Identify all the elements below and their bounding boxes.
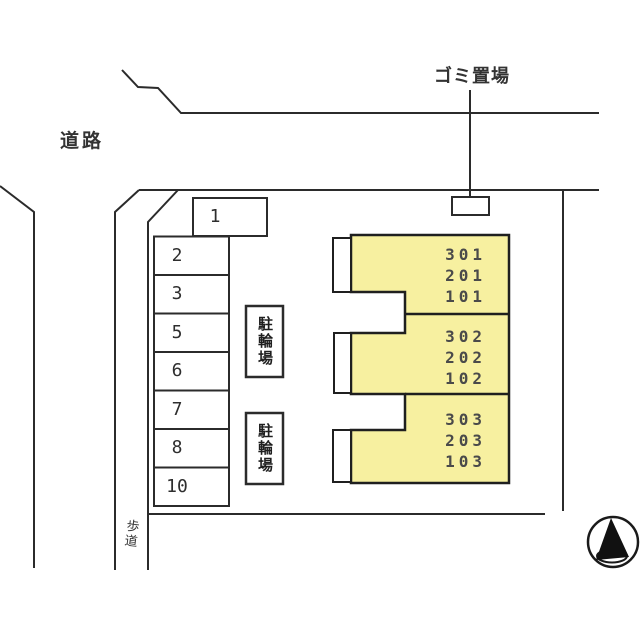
unit-number: 101 [445, 287, 486, 306]
garbage-area-box [451, 196, 490, 216]
unit-number: 303 [445, 410, 486, 429]
building-section-2-units: 302 202 102 [398, 326, 486, 389]
building-entrance-2 [333, 332, 352, 394]
parking-space-1-label: 1 [209, 206, 221, 227]
building-section-1-units: 301 201 101 [398, 244, 486, 307]
unit-number: 201 [445, 266, 486, 285]
parking-space-2-box [153, 235, 230, 276]
parking-space-8-box [153, 428, 230, 469]
unit-number: 103 [445, 452, 486, 471]
bicycle-parking-label-2: 駐輪場 [256, 423, 273, 474]
parking-space-3-label: 3 [171, 283, 183, 304]
parking-space-7-box [153, 389, 230, 430]
parking-space-10-label: 10 [166, 476, 188, 497]
unit-number: 301 [445, 245, 486, 264]
bicycle-parking-box-1 [244, 304, 285, 379]
bicycle-parking-box-2 [244, 411, 285, 486]
parking-space-2-label: 2 [171, 245, 183, 266]
building-entrance-3 [332, 429, 352, 483]
road-label: 道路 [60, 131, 105, 152]
bicycle-parking-label-1: 駐輪場 [256, 316, 273, 367]
sidewalk-left-boundary-line [114, 189, 140, 570]
north-arrow-icon [586, 515, 640, 569]
road-upper-boundary-line [121, 69, 599, 114]
parking-space-6-label: 6 [171, 360, 183, 381]
parking-space-6-box [153, 351, 230, 392]
left-lot-boundary-line [0, 185, 35, 568]
parking-space-10-box [153, 466, 230, 507]
parking-space-5-label: 5 [171, 322, 183, 343]
unit-number: 203 [445, 431, 486, 450]
unit-number: 202 [445, 348, 486, 367]
building-entrance-1 [332, 237, 352, 293]
unit-number: 102 [445, 369, 486, 388]
garbage-area-label: ゴミ置場 [434, 66, 510, 86]
parking-space-3-box [153, 274, 230, 315]
unit-number: 302 [445, 327, 486, 346]
parking-space-7-label: 7 [171, 399, 183, 420]
building-section-3-units: 303 203 103 [398, 409, 486, 472]
sidewalk-right-boundary-line [147, 189, 179, 570]
parking-space-8-label: 8 [171, 437, 183, 458]
